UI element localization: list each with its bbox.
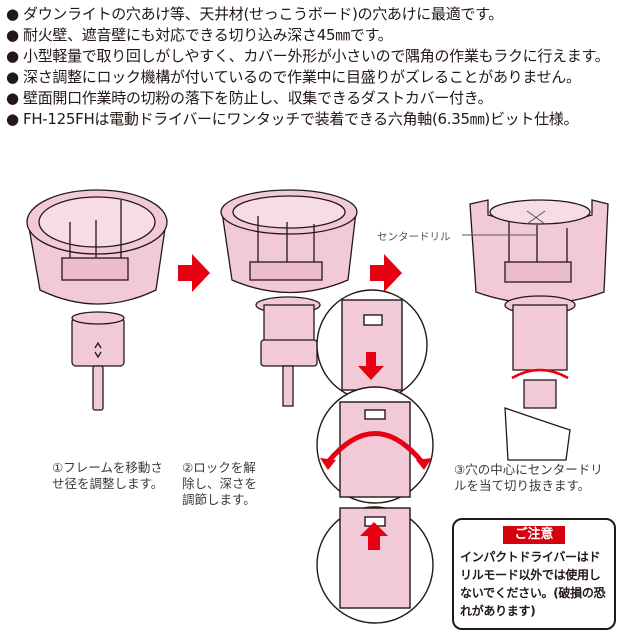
arrow-up-icon <box>360 522 388 550</box>
feature-item: ●壁面開口作業時の切粉の落下を防止し、収集できるダストカバー付き。 <box>6 88 636 109</box>
center-drill-label: センタードリル <box>377 231 451 243</box>
bullet-icon: ● <box>6 5 19 23</box>
arrow-right-icon <box>178 254 210 292</box>
center-drill-mark <box>462 210 546 236</box>
detail-circle-adjust <box>316 386 434 504</box>
detail-circle-lock <box>316 506 434 624</box>
hole-saw-illustration-step1 <box>26 189 168 411</box>
feature-item: ●深さ調整にロック機構が付いているので作業中に目盛りがズレることがありません。 <box>6 67 636 88</box>
bullet-icon: ● <box>6 68 19 86</box>
hole-saw-illustration-step3 <box>469 199 609 461</box>
feature-item: ●耐火壁、遮音壁にも対応できる切り込み深さ45㎜です。 <box>6 25 636 46</box>
step-2-caption: ②ロックを解除し、深さを調節します。 <box>182 460 258 507</box>
bullet-icon: ● <box>6 47 19 65</box>
step-1-caption: ①フレームを移動させ径を調整します。 <box>52 460 164 491</box>
arrow-down-icon <box>358 352 384 380</box>
rotate-arrow-icon <box>326 431 424 464</box>
rotate-arrow-icon <box>511 368 569 380</box>
feature-item: ●FH-125FHは電動ドライバーにワンタッチで装着できる六角軸(6.35㎜)ビ… <box>6 109 636 130</box>
feature-text: FH-125FHは電動ドライバーにワンタッチで装着できる六角軸(6.35㎜)ビッ… <box>23 110 579 128</box>
feature-text: 深さ調整にロック機構が付いているので作業中に目盛りがズレることがありません。 <box>23 68 581 86</box>
bullet-icon: ● <box>6 89 19 107</box>
caution-notice: ご注意 インパクトドライバーはドリルモード以外では使用しないでください。(破損の… <box>452 518 616 630</box>
feature-text: 壁面開口作業時の切粉の落下を防止し、収集できるダストカバー付き。 <box>23 89 493 107</box>
hole-saw-illustration-step2 <box>220 189 358 407</box>
caution-title: ご注意 <box>503 526 565 544</box>
feature-text: ダウンライトの穴あけ等、天井材(せっこうボード)の穴あけに最適です。 <box>23 5 504 23</box>
bullet-icon: ● <box>6 26 19 44</box>
caution-text: インパクトドライバーはドリルモード以外では使用しないでください。(破損の恐れがあ… <box>460 550 606 618</box>
feature-item: ●ダウンライトの穴あけ等、天井材(せっこうボード)の穴あけに最適です。 <box>6 4 636 25</box>
bullet-icon: ● <box>6 110 19 128</box>
feature-list: ●ダウンライトの穴あけ等、天井材(せっこうボード)の穴あけに最適です。 ●耐火壁… <box>6 4 636 130</box>
arrow-right-icon <box>370 254 402 292</box>
feature-item: ●小型軽量で取り回しがしやすく、カバー外形が小さいので隅角の作業もラクに行えます… <box>6 46 636 67</box>
feature-text: 耐火壁、遮音壁にも対応できる切り込み深さ45㎜です。 <box>23 26 393 44</box>
feature-text: 小型軽量で取り回しがしやすく、カバー外形が小さいので隅角の作業もラクに行えます。 <box>23 47 610 65</box>
step-3-caption: ③穴の中心にセンタードリルを当て切り抜きます。 <box>454 462 603 493</box>
detail-circle-unlock <box>316 289 428 401</box>
